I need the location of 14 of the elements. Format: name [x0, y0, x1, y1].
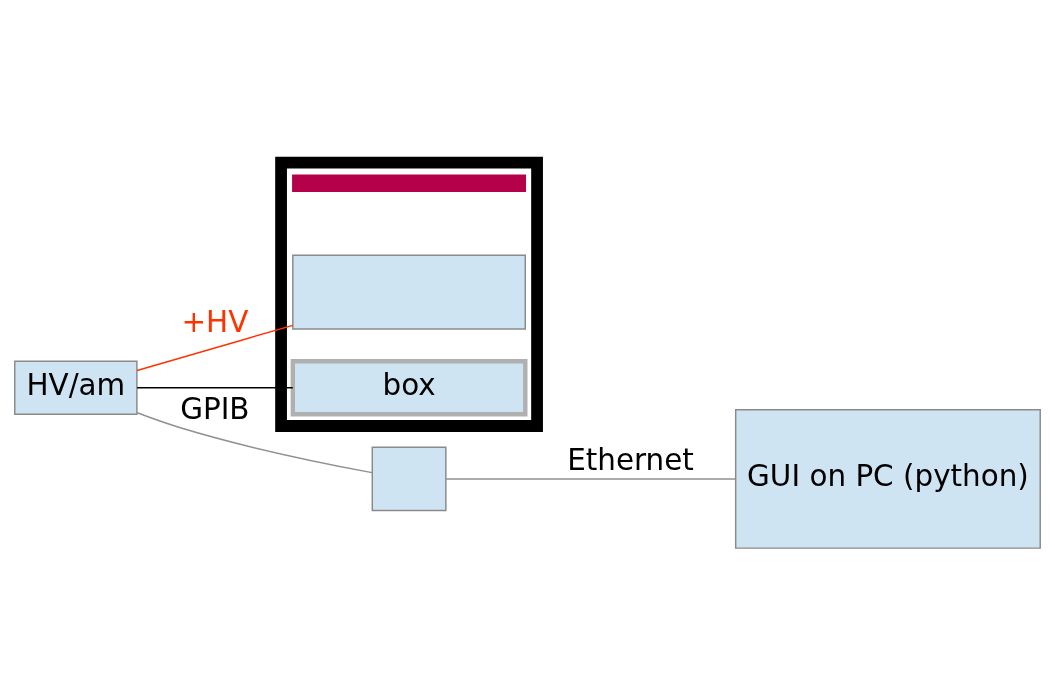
connector: [136, 324, 294, 371]
node-box: box: [290, 358, 528, 416]
node-bar: [292, 173, 527, 192]
connector: [136, 386, 294, 388]
node-box: HV/am: [14, 360, 138, 415]
edge-label: GPIB: [180, 391, 250, 426]
connector: [136, 411, 373, 473]
cluster: [275, 156, 543, 432]
connector: [445, 477, 737, 480]
node-box: GUI on PC (python): [734, 408, 1041, 549]
edge-label: Ethernet: [567, 442, 694, 477]
edge-label: +HV: [181, 304, 249, 339]
node-box: [371, 446, 447, 511]
node-box: [292, 254, 527, 330]
